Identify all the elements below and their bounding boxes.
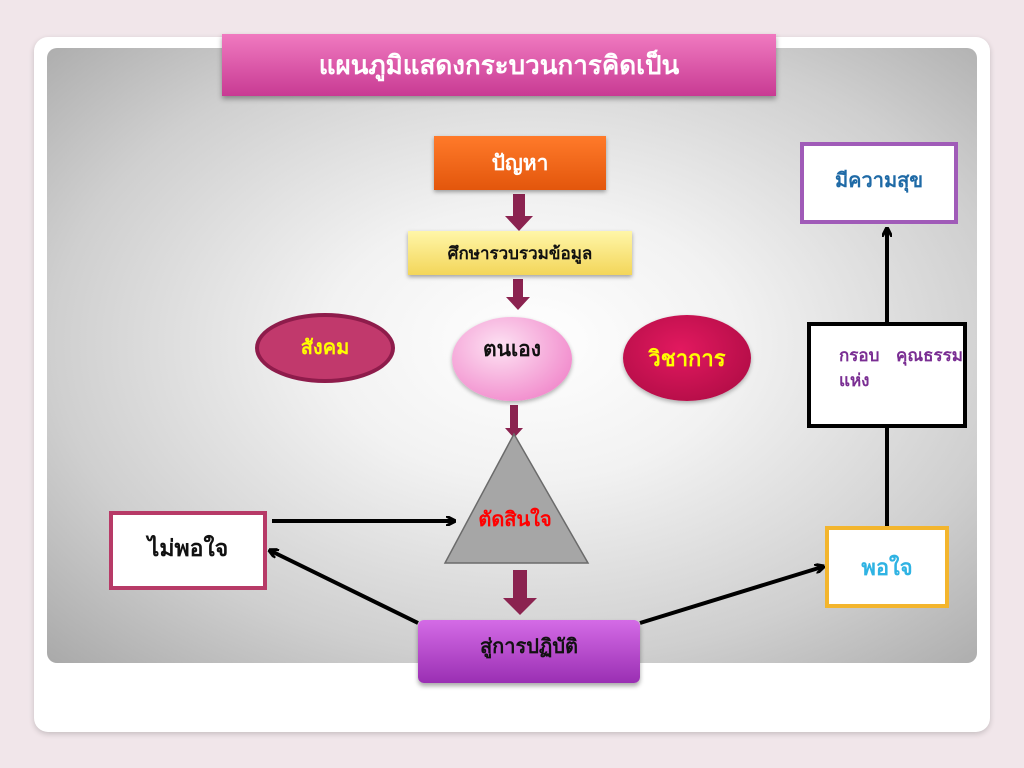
self-ellipse: ตนเอง [452,317,572,401]
block-arrow-decide-practice [503,570,537,615]
problem-box: ปัญหา [434,136,606,190]
arrow-practice-satisfied [639,567,822,625]
not-satisfied-box: ไม่พอใจ [109,511,267,590]
society-ellipse: สังคม [255,313,395,383]
moral-framework-box: กรอบแห่ง คุณธรรม [807,322,967,428]
block-arrow-self-decide [505,405,523,438]
happy-box: มีความสุข [800,142,958,224]
decide-triangle [443,432,590,564]
study-box: ศึกษารวบรวมข้อมูล [408,231,632,275]
framework-line-1: กรอบแห่ง [839,346,880,391]
diagram-title: แผนภูมิแสดงกระบวนการคิดเป็น [222,34,776,96]
arrow-practice-notsatisfied [271,551,419,625]
block-arrow-problem-study [505,194,533,231]
framework-line-2: คุณธรรม [896,346,963,366]
block-arrow-study-self [506,279,530,310]
decide-label: ตัดสินใจ [478,507,552,531]
academic-ellipse: วิชาการ [623,315,751,401]
satisfied-box: พอใจ [825,526,949,608]
practice-box: สู่การปฏิบัติ [418,620,640,683]
